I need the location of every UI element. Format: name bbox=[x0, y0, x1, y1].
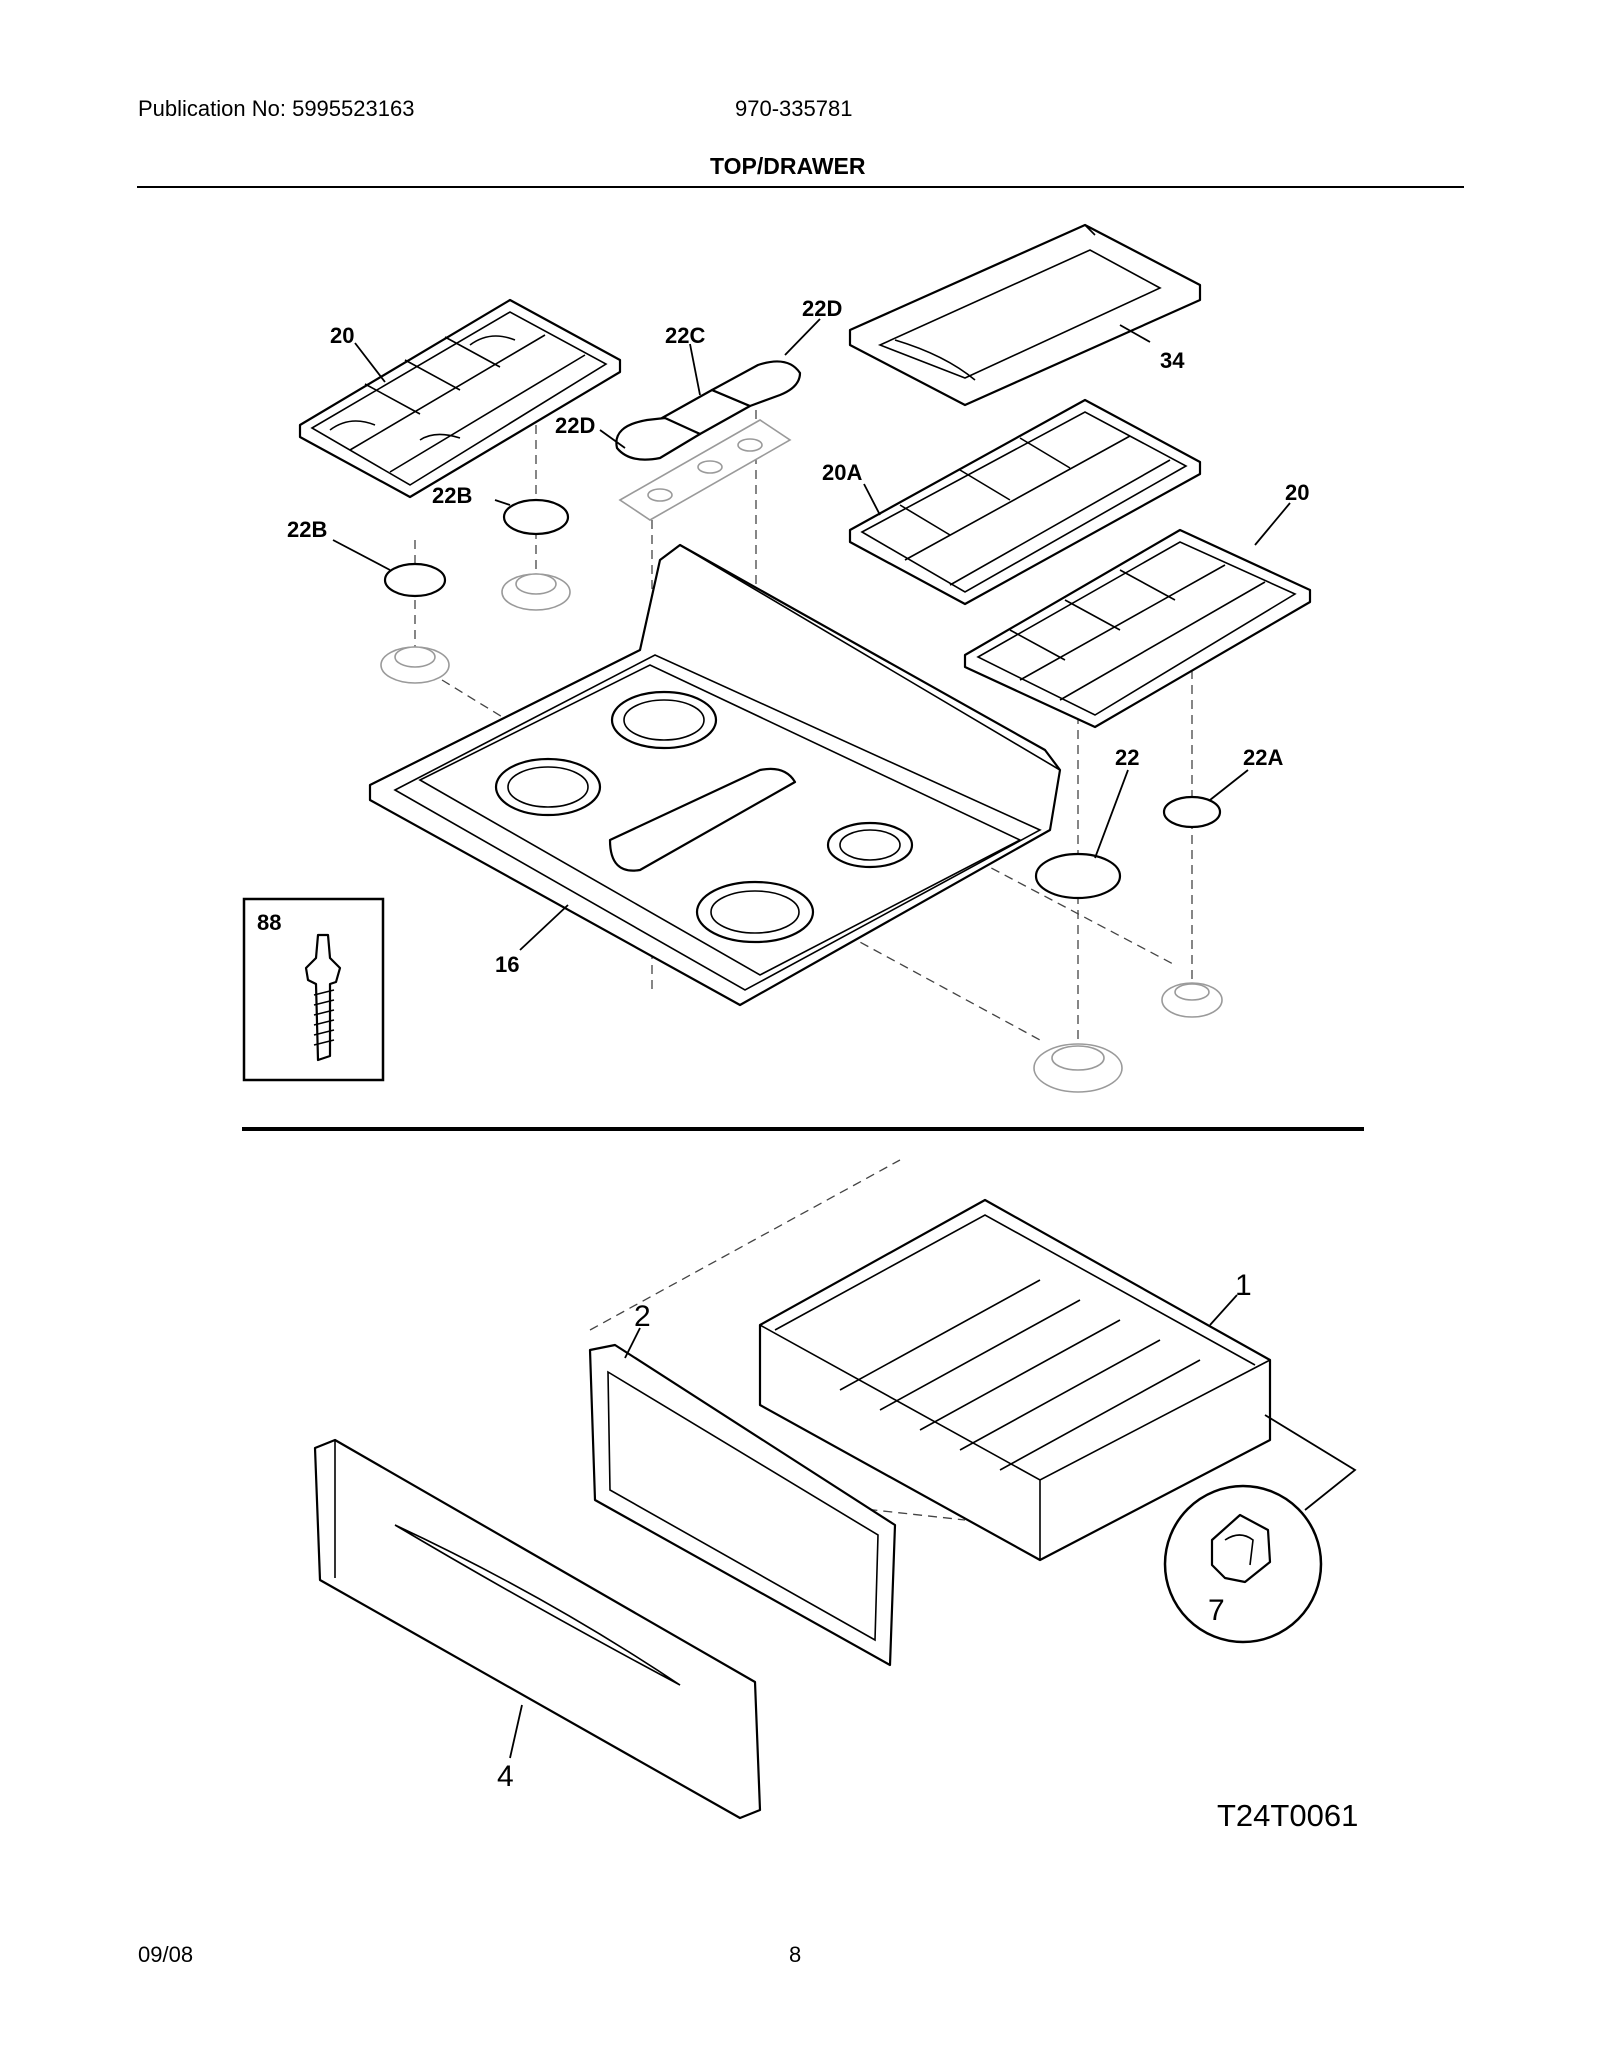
burner-cap-center bbox=[615, 360, 802, 521]
callout-2: 2 bbox=[634, 1300, 651, 1333]
callout-22b-rear: 22B bbox=[432, 483, 472, 508]
diagram-code: T24T0061 bbox=[1217, 1798, 1358, 1833]
burner-cap-large bbox=[1033, 852, 1123, 1093]
callout-7: 7 bbox=[1208, 1594, 1225, 1627]
section-title: TOP/DRAWER bbox=[710, 153, 866, 179]
callout-20-right: 20 bbox=[1285, 480, 1309, 505]
callout-1: 1 bbox=[1235, 1269, 1252, 1302]
griddle bbox=[848, 223, 1202, 407]
leader-lines-top bbox=[332, 318, 1291, 951]
burner-grate-left bbox=[298, 298, 622, 499]
callout-4: 4 bbox=[497, 1760, 514, 1793]
callout-22: 22 bbox=[1115, 745, 1139, 770]
callout-20a: 20A bbox=[822, 460, 862, 485]
footer-page-number: 8 bbox=[789, 1942, 802, 1967]
callout-22d-top: 22D bbox=[802, 296, 842, 321]
burner-cap-small-left bbox=[380, 498, 571, 684]
drawer-body bbox=[758, 1198, 1272, 1562]
burner-grate-right bbox=[963, 528, 1312, 729]
cooktop-main bbox=[368, 543, 1062, 1007]
callout-22a: 22A bbox=[1243, 745, 1283, 770]
drawer-frame bbox=[588, 1343, 897, 1667]
screw-detail-box bbox=[242, 897, 385, 1082]
drawer-front bbox=[313, 1438, 762, 1820]
callout-34: 34 bbox=[1160, 348, 1185, 373]
drawer-clip-detail bbox=[1163, 1414, 1357, 1644]
callout-22c: 22C bbox=[665, 323, 705, 348]
model-number: 970-335781 bbox=[735, 96, 853, 121]
callout-22b-front: 22B bbox=[287, 517, 327, 542]
footer-date: 09/08 bbox=[138, 1942, 194, 1967]
callout-20-left: 20 bbox=[330, 323, 354, 348]
callout-22d-left: 22D bbox=[555, 413, 595, 438]
callout-88: 88 bbox=[257, 910, 281, 935]
callout-16: 16 bbox=[495, 952, 519, 977]
burner-grate-center bbox=[848, 398, 1202, 606]
burner-cap-small-right bbox=[1161, 795, 1223, 1018]
publication-number: Publication No: 5995523163 bbox=[138, 96, 415, 121]
header-rule bbox=[137, 186, 1464, 188]
